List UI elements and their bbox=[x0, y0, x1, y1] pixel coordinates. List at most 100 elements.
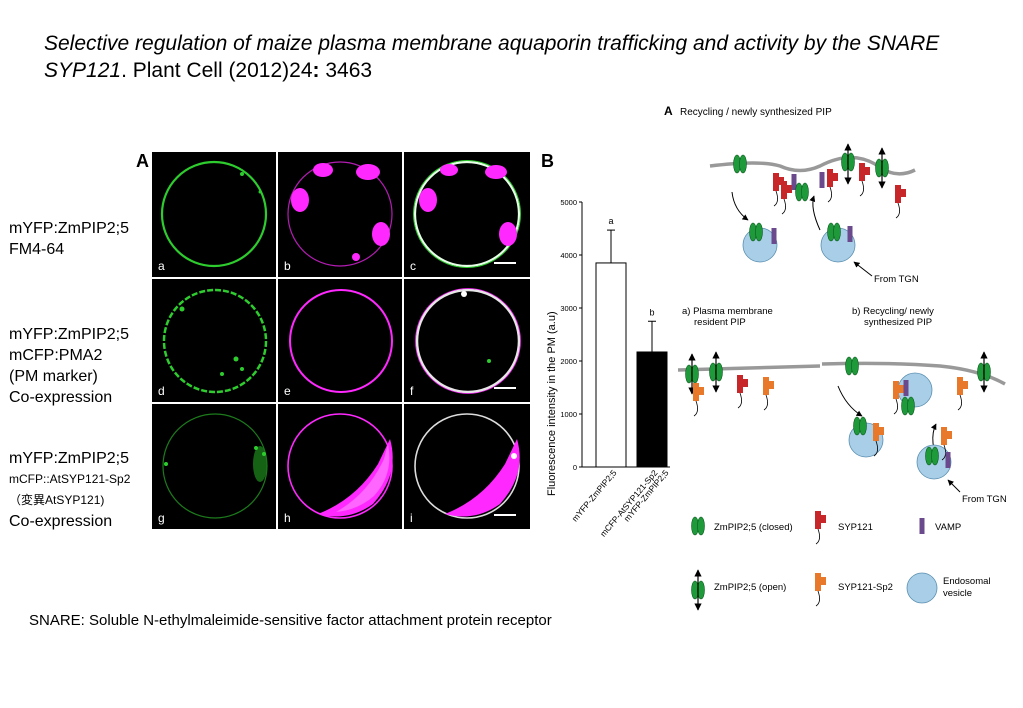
sp2-icon bbox=[762, 376, 775, 411]
cell-i-label: i bbox=[410, 511, 413, 525]
pip-closed-icon bbox=[795, 182, 809, 202]
panel-b-letter: B bbox=[541, 151, 554, 171]
legend: ZmPIP2;5 (closed) SYP121 VAMP ZmPIP2;5 (… bbox=[691, 510, 991, 611]
legend-label: ZmPIP2;5 (open) bbox=[714, 582, 786, 593]
scale-bar bbox=[494, 514, 516, 516]
cell-d-label: d bbox=[158, 384, 165, 398]
syp121-icon bbox=[814, 510, 827, 545]
schematic-diagram: A Recycling / newly synthesized PIP From… bbox=[664, 104, 1007, 611]
membrane-a bbox=[677, 364, 821, 372]
sp2-icon bbox=[692, 382, 705, 417]
cell-e: e bbox=[278, 279, 402, 402]
sub-b-title-1: b) Recycling/ newly bbox=[852, 306, 934, 317]
title-italic: Selective regulation of maize plasma mem… bbox=[44, 32, 940, 82]
row3-line1: mYFP:ZmPIP2;5 bbox=[9, 450, 130, 467]
arrow-icon bbox=[809, 195, 821, 231]
syp121-icon bbox=[858, 162, 871, 197]
row2-line3: (PM marker) bbox=[9, 368, 98, 385]
cell-b: b bbox=[278, 152, 402, 277]
cell-g-label: g bbox=[158, 511, 165, 525]
scale-bar bbox=[494, 262, 516, 264]
row3-labels: mYFP:ZmPIP2;5 mCFP::AtSYP121-Sp2 （変異AtSY… bbox=[9, 448, 137, 532]
syp121-icon bbox=[736, 374, 749, 409]
y-tick-label: 5000 bbox=[560, 198, 577, 207]
schematic-top-title: Recycling / newly synthesized PIP bbox=[680, 107, 832, 118]
row2-labels: mYFP:ZmPIP2;5 mCFP:PMA2 (PM marker) Co-e… bbox=[9, 324, 129, 408]
sp2-icon bbox=[956, 376, 969, 411]
syp121-icon bbox=[780, 180, 793, 215]
vamp-icon bbox=[919, 518, 925, 534]
slide-title: Selective regulation of maize plasma mem… bbox=[44, 30, 1004, 84]
cell-h-label: h bbox=[284, 511, 291, 525]
arrow-icon bbox=[853, 261, 873, 277]
row3-line2: mCFP::AtSYP121-Sp2 bbox=[9, 472, 131, 486]
vamp-icon bbox=[819, 172, 825, 188]
y-tick-label: 2000 bbox=[560, 357, 577, 366]
cell-c-label: c bbox=[410, 259, 416, 273]
cell-h: h bbox=[278, 404, 402, 529]
arrow-icon bbox=[837, 385, 863, 417]
sub-a-title-1: a) Plasma membrane bbox=[682, 306, 773, 317]
panel-a-letter: A bbox=[136, 151, 149, 171]
chart-layer: 010002000300040005000amYFP-ZmPIP2;5bmCFP… bbox=[560, 198, 670, 539]
sub-a-title-2: resident PIP bbox=[694, 317, 746, 328]
footnote: SNARE: Soluble N-ethylmaleimide-sensitiv… bbox=[29, 612, 552, 629]
from-tgn-bottom: From TGN bbox=[962, 494, 1007, 505]
significance-label: b bbox=[649, 307, 654, 317]
cell-a: a bbox=[152, 152, 276, 277]
pip-closed-icon bbox=[691, 516, 705, 536]
legend-label: ZmPIP2;5 (closed) bbox=[714, 522, 793, 533]
vamp-icon bbox=[847, 226, 853, 242]
row1-labels: mYFP:ZmPIP2;5 FM4-64 bbox=[9, 218, 129, 260]
vamp-icon bbox=[945, 452, 951, 468]
cell-b-label: b bbox=[284, 259, 291, 273]
cell-e-label: e bbox=[284, 384, 291, 398]
y-tick-label: 4000 bbox=[560, 251, 577, 260]
bar bbox=[636, 351, 668, 468]
pip-closed-icon bbox=[733, 154, 747, 174]
significance-label: a bbox=[608, 216, 613, 226]
sp2-icon bbox=[814, 572, 827, 607]
legend-label: VAMP bbox=[935, 522, 961, 533]
row3-line3: （変異AtSYP121) bbox=[9, 493, 105, 507]
cell-d: d bbox=[152, 279, 276, 402]
scale-bar bbox=[494, 387, 516, 389]
from-tgn-top: From TGN bbox=[874, 274, 919, 285]
pip-closed-icon bbox=[845, 356, 859, 376]
title-journal: . Plant Cell (2012)24 bbox=[121, 59, 313, 82]
bar-chart: Fluorescence intensity in the PM (a.u) 0… bbox=[546, 198, 671, 539]
sub-b-title-2: synthesized PIP bbox=[864, 317, 932, 328]
schematic-letter: A bbox=[664, 104, 673, 118]
cell-f-label: f bbox=[410, 384, 414, 398]
title-page: 3463 bbox=[319, 59, 373, 82]
syp121-icon bbox=[894, 184, 907, 219]
legend-label: SYP121-Sp2 bbox=[838, 582, 893, 593]
row1-line2: FM4-64 bbox=[9, 241, 65, 258]
cell-g: g bbox=[152, 404, 276, 529]
row2-line2: mCFP:PMA2 bbox=[9, 347, 103, 364]
row3-line4: Co-expression bbox=[9, 513, 113, 530]
cell-i: i bbox=[404, 404, 530, 529]
arrow-icon bbox=[731, 191, 749, 221]
microscopy-grid: a b c d e f g h i bbox=[152, 152, 530, 529]
cell-a-label: a bbox=[158, 259, 165, 273]
arrow-icon bbox=[947, 479, 961, 493]
row1-line1: mYFP:ZmPIP2;5 bbox=[9, 220, 130, 237]
legend-label-vesicle-1: Endosomal bbox=[943, 576, 991, 587]
y-axis-label: Fluorescence intensity in the PM (a.u) bbox=[546, 311, 558, 496]
cell-f: f bbox=[404, 279, 530, 402]
legend-label-vesicle-2: vesicle bbox=[943, 588, 972, 599]
title-colon: : bbox=[312, 59, 320, 82]
vesicle-icon bbox=[906, 572, 938, 604]
syp121-icon bbox=[826, 168, 839, 203]
bar bbox=[595, 262, 627, 468]
y-tick-label: 1000 bbox=[560, 410, 577, 419]
legend-label: SYP121 bbox=[838, 522, 873, 533]
row2-line1: mYFP:ZmPIP2;5 bbox=[9, 326, 130, 343]
cell-c: c bbox=[404, 152, 530, 277]
row2-line4: Co-expression bbox=[9, 389, 113, 406]
y-tick-label: 3000 bbox=[560, 304, 577, 313]
vamp-icon bbox=[903, 380, 909, 396]
y-tick-label: 0 bbox=[573, 463, 577, 472]
vamp-icon bbox=[771, 228, 777, 244]
